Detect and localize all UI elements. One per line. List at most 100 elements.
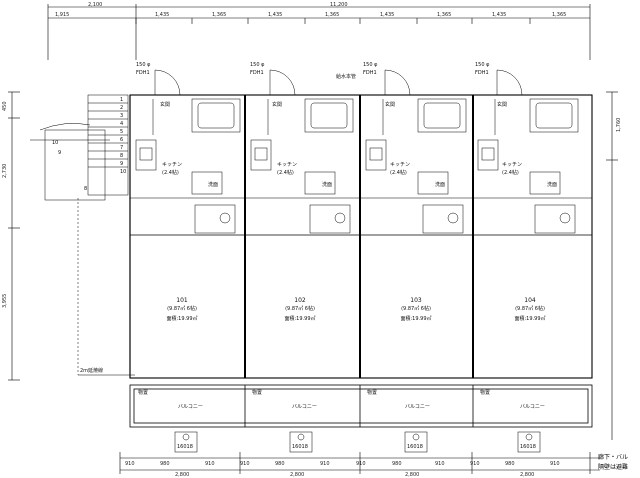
door-label-a-2: 150 φ	[250, 62, 265, 68]
dim-bot-0: 910	[125, 461, 135, 467]
unit-103-mat: (9.87㎡ 6帖)	[401, 305, 431, 312]
storage-label-4: 物置	[480, 389, 490, 396]
stair-num-8: 8	[120, 153, 123, 159]
unit-101-area: 面積:19.99㎡	[167, 315, 198, 322]
dim-bot-total-0: 2,800	[175, 472, 189, 478]
kitchen-label-2: キッチン	[277, 162, 297, 168]
stair-num-1: 1	[120, 97, 123, 103]
dim-right-0: 1,760	[616, 118, 622, 132]
dim-left-2: 3,955	[2, 294, 8, 308]
washroom-label-2: 洗面	[322, 181, 332, 188]
washroom-label-3: 洗面	[435, 181, 445, 188]
stair-num-10: 10	[120, 169, 126, 175]
door-label-a-1: 150 φ	[136, 62, 151, 68]
unit-102-area: 面積:19.99㎡	[285, 315, 316, 322]
washroom-label-1: 洗面	[208, 181, 218, 188]
dim-top-5: 1,435	[380, 12, 394, 18]
door-label-b-2: FDH1	[250, 70, 264, 76]
dim-bot-9: 910	[470, 461, 480, 467]
entrance-label-1: 玄関	[160, 101, 170, 108]
fire-line-note: 2m延焼線	[80, 367, 103, 374]
dim-bot-3: 910	[240, 461, 250, 467]
dim-left-0: 450	[2, 101, 8, 111]
dim-bot-total-1: 2,800	[290, 472, 304, 478]
entrance-label-3: 玄関	[385, 101, 395, 108]
unit-detail-3	[365, 69, 467, 234]
kitchen-label-4: キッチン	[502, 162, 522, 168]
stair-label-c: 8	[84, 186, 87, 192]
unit-104-area: 面積:19.99㎡	[515, 315, 546, 322]
dim-bot-10: 980	[505, 461, 515, 467]
washroom-label-4: 洗面	[547, 181, 557, 188]
unit-number-102: 102	[294, 297, 306, 304]
unit-number-101: 101	[176, 297, 188, 304]
stair-num-3: 3	[120, 113, 123, 119]
pole-label-1: 16018	[177, 444, 193, 450]
storage-label-3: 物置	[367, 389, 377, 396]
dim-bot-2: 910	[205, 461, 215, 467]
stair-num-6: 6	[120, 137, 123, 143]
unit-number-103: 103	[410, 297, 422, 304]
corner-note-2: 隔壁は避難	[598, 463, 628, 471]
unit-104-mat: (9.87㎡ 6帖)	[515, 305, 545, 312]
balcony-label-2: バルコニー	[292, 404, 317, 410]
storage-label-1: 物置	[138, 389, 148, 396]
stair-num-5: 5	[120, 129, 123, 135]
dim-bot-8: 910	[435, 461, 445, 467]
dim-bot-1: 980	[160, 461, 170, 467]
balcony-label-1: バルコニー	[178, 404, 203, 410]
dim-bot-11: 910	[550, 461, 560, 467]
kitchen-mat-1: (2.4帖)	[162, 169, 179, 176]
storage-label-2: 物置	[252, 389, 262, 396]
stair-num-7: 7	[120, 145, 123, 151]
kitchen-label-1: キッチン	[162, 162, 182, 168]
unit-number-104: 104	[524, 297, 536, 304]
stair-label-b: 9	[58, 150, 61, 156]
door-label-b-3: FDH1	[363, 70, 377, 76]
door-label-a-3: 150 φ	[363, 62, 378, 68]
kitchen-label-3: キッチン	[390, 162, 410, 168]
unit-102-mat: (9.87㎡ 6帖)	[285, 305, 315, 312]
dim-bot-total-2: 2,800	[405, 472, 419, 478]
dim-bot-7: 980	[392, 461, 402, 467]
dim-top-6: 1,365	[437, 12, 451, 18]
dim-top-8: 1,365	[552, 12, 566, 18]
kitchen-mat-4: (2.4帖)	[502, 169, 519, 176]
door-label-b-1: FDH1	[136, 70, 150, 76]
dim-top-2: 1,365	[212, 12, 226, 18]
door-label-a-4: 150 φ	[475, 62, 490, 68]
dim-bot-4: 980	[275, 461, 285, 467]
dim-left-1: 2,730	[2, 164, 8, 178]
stair-num-2: 2	[120, 105, 123, 111]
dim-bot-total-3: 2,800	[520, 472, 534, 478]
dim-top-4: 1,365	[325, 12, 339, 18]
unit-103-area: 面積:19.99㎡	[401, 315, 432, 322]
entrance-label-4: 玄関	[497, 101, 507, 108]
pole-label-4: 16018	[520, 444, 536, 450]
corner-note-1: 廊下・バル	[598, 453, 628, 461]
drain-note: 給水本管	[336, 73, 356, 80]
stair-label-a: 10	[52, 140, 58, 146]
unit-detail-1	[135, 69, 241, 234]
dim-top-0: 1,915	[55, 12, 69, 18]
dim-bot-6: 910	[356, 461, 366, 467]
dim-top-1: 1,435	[155, 12, 169, 18]
dim-left-margin: 2,100	[88, 2, 102, 8]
pole-label-2: 16018	[292, 444, 308, 450]
kitchen-mat-3: (2.4帖)	[390, 169, 407, 176]
door-label-b-4: FDH1	[475, 70, 489, 76]
unit-101-mat: (9.87㎡ 6帖)	[167, 305, 197, 312]
dim-top-3: 1,435	[268, 12, 282, 18]
balcony-label-4: バルコニー	[520, 404, 545, 410]
dim-bot-5: 910	[320, 461, 330, 467]
entrance-label-2: 玄関	[272, 101, 282, 108]
balcony-label-3: バルコニー	[405, 404, 430, 410]
pole-label-3: 16018	[407, 444, 423, 450]
dim-top-7: 1,435	[492, 12, 506, 18]
unit-detail-2	[250, 69, 354, 234]
dim-overall-width: 11,200	[330, 2, 348, 8]
kitchen-mat-2: (2.4帖)	[277, 169, 294, 176]
unit-detail-4	[477, 69, 579, 234]
staircase	[30, 94, 129, 201]
